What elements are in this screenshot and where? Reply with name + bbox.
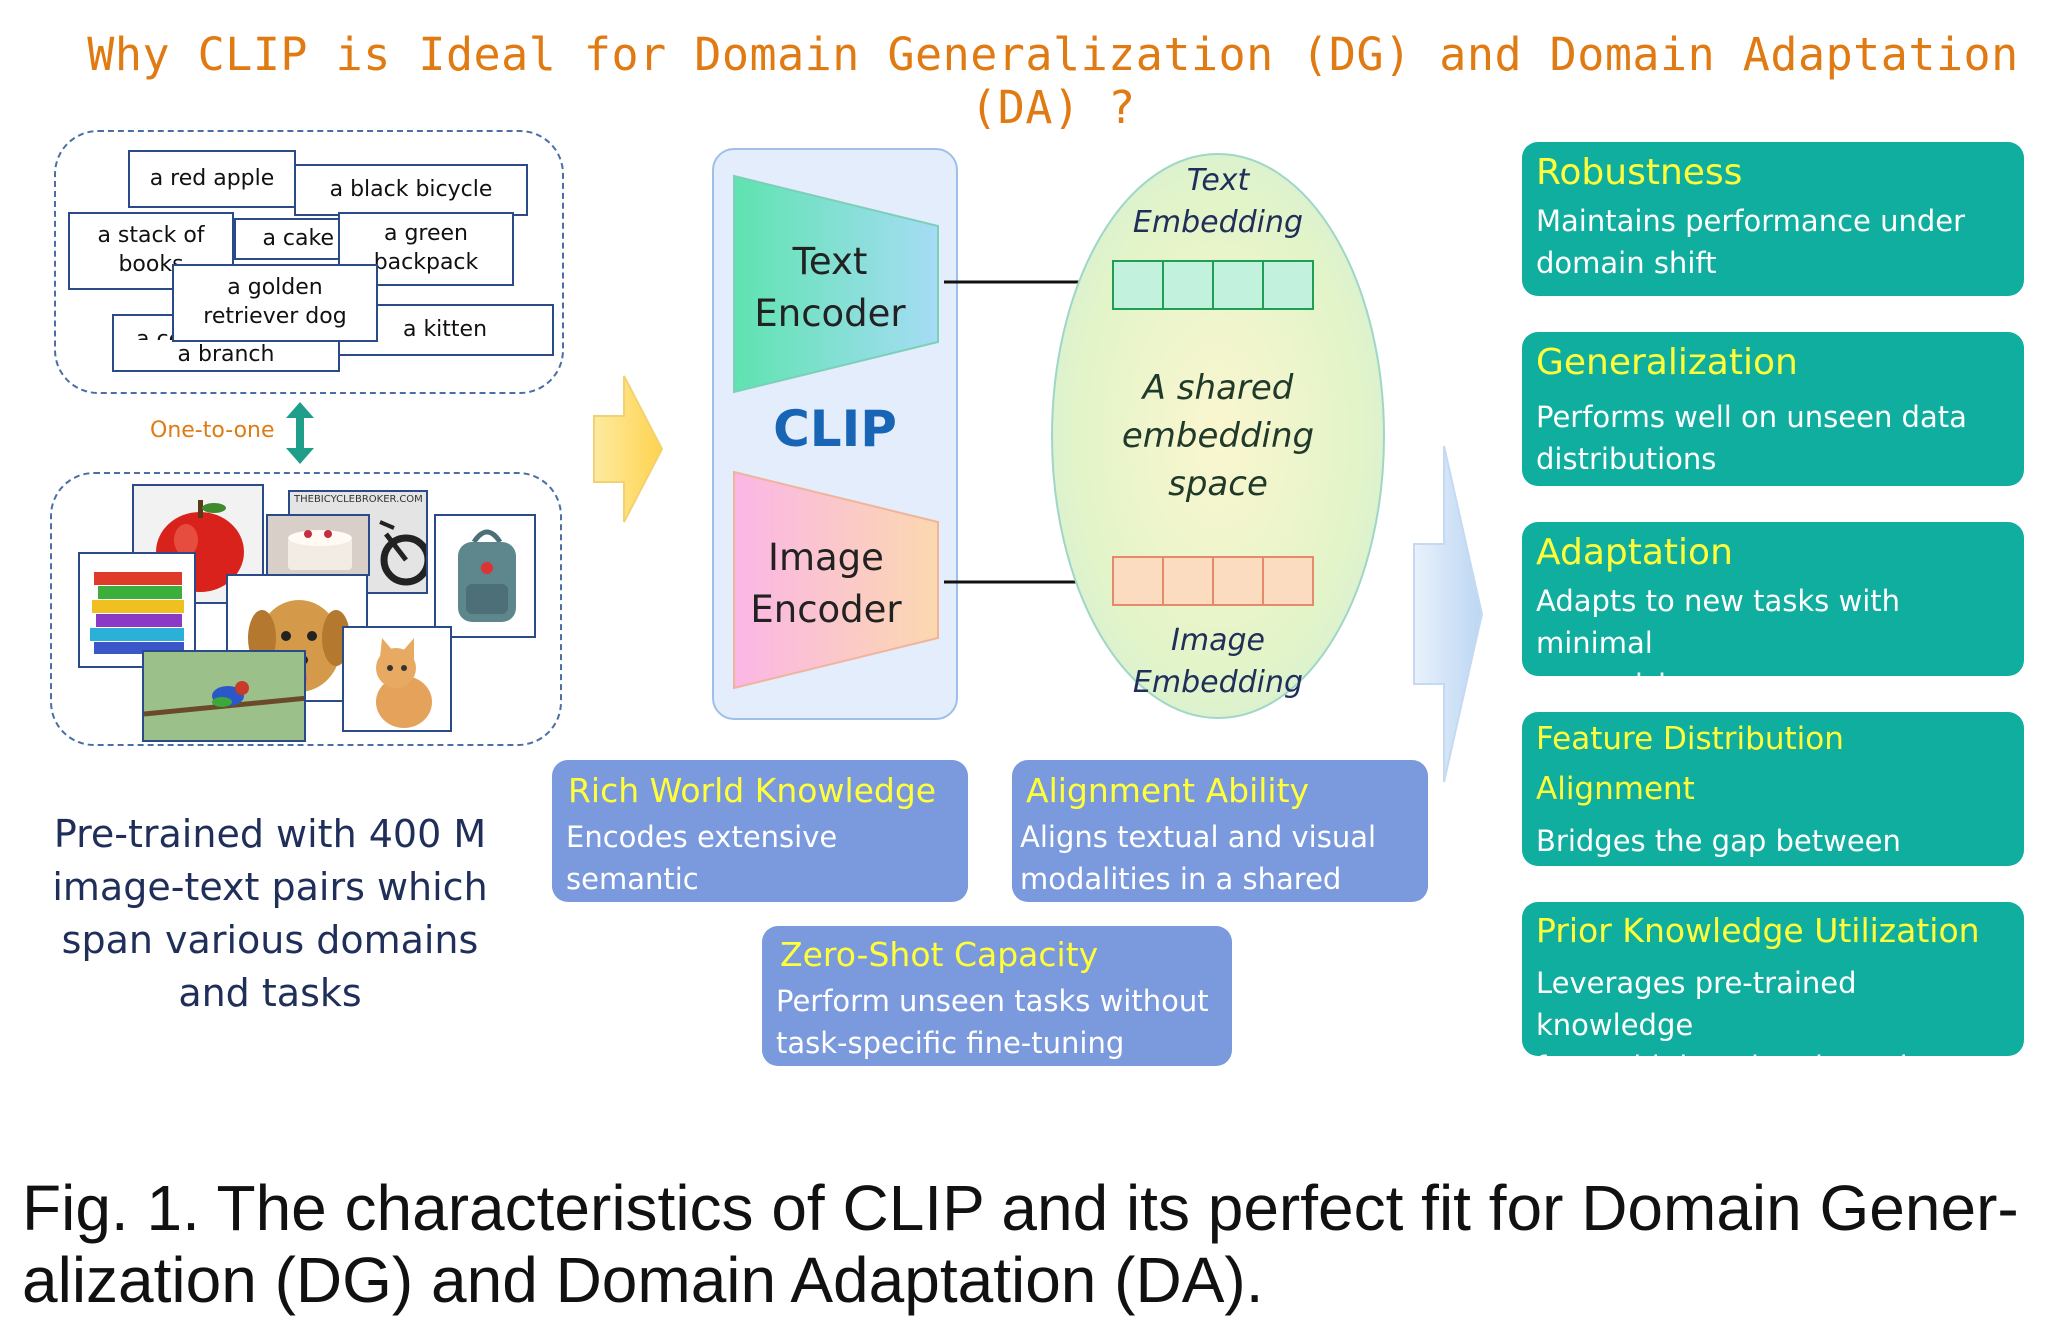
image-embedding-cell: [1214, 556, 1264, 606]
ability-desc-line: task-specific fine-tuning: [776, 1026, 1125, 1060]
images-group: [50, 472, 562, 746]
text-encoder-shape: [733, 174, 939, 394]
text-embedding-vector: [1112, 260, 1314, 310]
image-encoder-label: Image Encoder: [738, 532, 914, 636]
clip-label: CLIP: [773, 400, 897, 458]
ability-desc-line: Perform unseen tasks without: [776, 984, 1209, 1018]
text-encoder-line: Encoder: [754, 292, 906, 335]
image-embedding-vector: [1112, 556, 1314, 606]
ability-card-zero-shot-capacity: Zero-Shot Capacity Perform unseen tasks …: [762, 926, 1232, 1066]
image-encoder-shape: [733, 470, 939, 690]
ability-card-alignment-ability: Alignment Ability Aligns textual and vis…: [1012, 760, 1428, 938]
shared-space-line: A shared: [1142, 368, 1294, 408]
cake-photo: [266, 514, 370, 576]
pretrain-description: Pre-trained with 400 M image-text pairs …: [52, 812, 488, 1015]
ability-desc-line: Encodes extensive semantic: [566, 820, 838, 896]
bicycle-broker-watermark: THEBICYCLEBROKER.COM: [294, 494, 423, 505]
kitten-photo: [342, 626, 452, 732]
benefit-title: Feature Distribution Alignment: [1536, 721, 1844, 807]
figure-caption: Fig. 1. The characteristics of CLIP and …: [22, 1172, 2019, 1316]
benefit-desc-line: for rapid domain adaptation: [1536, 1050, 1944, 1084]
caption-card: a golden retriever dog: [172, 264, 378, 342]
benefit-desc-line: Performs well on unseen data: [1536, 400, 1967, 434]
caption-card: a red apple: [128, 150, 296, 208]
captions-group: [54, 130, 564, 394]
text-encoder-label: Text Encoder: [742, 236, 918, 340]
benefit-desc-line: Bridges the gap between: [1536, 824, 1901, 858]
ability-title: Rich World Knowledge: [568, 771, 937, 810]
two-way-arrow-icon: [286, 402, 314, 464]
caption-card: a cake: [234, 218, 344, 260]
image-embedding-cell: [1112, 556, 1164, 606]
image-embedding-line: Image: [1171, 623, 1265, 658]
right-arrow-icon: [1413, 445, 1484, 783]
caption-card: a black bicycle: [294, 164, 528, 216]
benefit-desc-line: Leverages pre-trained knowledge: [1536, 966, 1857, 1042]
benefit-title: Generalization: [1536, 342, 1798, 383]
text-embedding-line: Text: [1186, 163, 1250, 198]
benefit-desc-line: domain shift: [1536, 246, 1717, 280]
ability-card-rich-world-knowledge: Rich World Knowledge Encodes extensive s…: [552, 760, 968, 980]
image-encoder-line: Encoder: [750, 588, 902, 631]
benefit-desc-line: supervision: [1536, 668, 1703, 702]
shared-space-label: A shared embedding space: [1098, 364, 1338, 508]
benefit-card-generalization: Generalization Performs well on unseen d…: [1522, 332, 2024, 486]
text-embedding-label: Text Embedding: [1118, 160, 1318, 244]
benefit-card-prior-knowledge-utilization: Prior Knowledge Utilization Leverages pr…: [1522, 902, 2024, 1084]
diagram-title: Why CLIP is Ideal for Domain Generalizat…: [87, 28, 2019, 134]
right-arrow-icon: [593, 375, 664, 523]
benefit-card-feature-distribution-alignment: Feature Distribution Alignment Bridges t…: [1522, 712, 2024, 900]
text-embedding-cell: [1214, 260, 1264, 310]
benefit-title: Adaptation: [1536, 532, 1733, 573]
benefit-card-adaptation: Adaptation Adapts to new tasks with mini…: [1522, 522, 2024, 702]
shared-space-line: embedding: [1121, 416, 1315, 456]
shared-space-line: space: [1168, 464, 1268, 504]
image-embedding-line: Embedding: [1132, 665, 1304, 700]
benefit-card-robustness: Robustness Maintains performance under d…: [1522, 142, 2024, 296]
benefit-desc-line: distributions: [1536, 442, 1717, 476]
benefit-title: Prior Knowledge Utilization: [1536, 911, 1980, 950]
one-to-one-label: One-to-one: [150, 418, 275, 443]
caption-card: a branch: [112, 340, 340, 372]
text-embedding-line: Embedding: [1132, 205, 1304, 240]
image-encoder-line: Image: [768, 536, 884, 579]
image-embedding-label: Image Embedding: [1118, 620, 1318, 704]
benefit-desc-line: Adapts to new tasks with minimal: [1536, 584, 1901, 660]
bird-branch-photo: [142, 650, 306, 742]
backpack-photo: [434, 514, 536, 638]
benefit-desc-line: Maintains performance under: [1536, 204, 1966, 238]
text-embedding-cell: [1164, 260, 1214, 310]
ability-desc-line: and contextual information: [566, 904, 784, 980]
ability-desc-line: Aligns textual and visual: [1020, 820, 1377, 854]
books-photo: [78, 552, 196, 668]
text-encoder-line: Text: [792, 240, 868, 283]
ability-title: Alignment Ability: [1026, 771, 1310, 810]
text-embedding-cell: [1264, 260, 1314, 310]
text-embedding-cell: [1112, 260, 1164, 310]
image-embedding-cell: [1264, 556, 1314, 606]
ability-title: Zero-Shot Capacity: [780, 935, 1099, 974]
benefit-desc-line: source and target domains: [1536, 866, 1927, 900]
benefit-title: Robustness: [1536, 152, 1743, 193]
image-embedding-cell: [1164, 556, 1214, 606]
